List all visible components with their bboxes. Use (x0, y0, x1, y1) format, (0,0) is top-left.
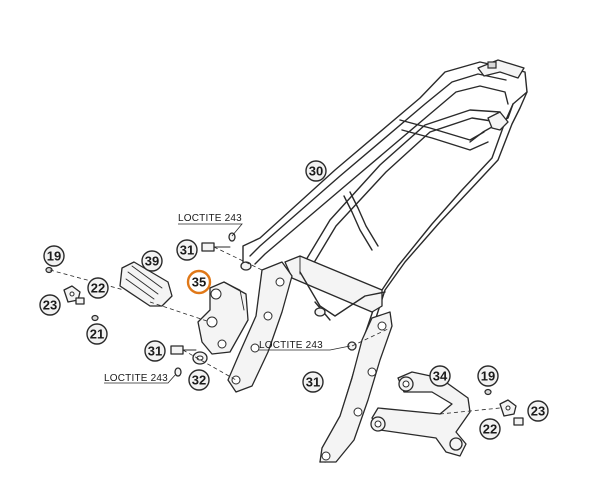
svg-text:23: 23 (531, 404, 545, 419)
clip-22-right (499, 399, 524, 426)
svg-text:19: 19 (47, 249, 61, 264)
callout-23-right: 23 (527, 400, 549, 422)
pin-19-left (45, 266, 53, 274)
callout-31-lower: 31 (144, 340, 166, 362)
callout-31-upper: 31 (176, 239, 198, 261)
callout-22-right: 22 (479, 418, 501, 440)
callout-39: 39 (141, 250, 163, 272)
loctite-note-upper: LOCTITE 243 (178, 213, 242, 224)
footrest-left (119, 261, 173, 307)
svg-text:21: 21 (90, 327, 104, 342)
svg-text:19: 19 (481, 369, 495, 384)
callout-23-left: 23 (39, 294, 61, 316)
pin-19-right (484, 388, 492, 396)
callout-34: 34 (429, 365, 451, 387)
svg-text:34: 34 (433, 369, 448, 384)
footrest-bracket (197, 281, 249, 355)
loctite-note-lower: LOCTITE 243 (104, 373, 168, 384)
callout-30: 30 (305, 160, 327, 182)
callout-32: 32 (188, 369, 210, 391)
spring-21 (91, 314, 99, 322)
callout-31-right: 31 (302, 371, 324, 393)
callout-21: 21 (86, 323, 108, 345)
callout-19-right: 19 (477, 365, 499, 387)
svg-text:35: 35 (192, 275, 206, 290)
svg-text:32: 32 (192, 373, 206, 388)
svg-text:30: 30 (309, 164, 323, 179)
svg-text:31: 31 (148, 344, 162, 359)
washer-32 (192, 351, 208, 365)
loctite-note-middle: LOCTITE 243 (259, 340, 323, 351)
callout-19-left: 19 (43, 245, 65, 267)
svg-text:23: 23 (43, 298, 57, 313)
clip-22-left (63, 285, 85, 305)
callout-22-left: 22 (87, 277, 109, 299)
bolt-lower (170, 345, 197, 377)
svg-text:31: 31 (306, 375, 320, 390)
footrest-right (370, 371, 471, 457)
bolt-upper (201, 232, 236, 252)
callout-35: 35 (186, 269, 212, 295)
svg-text:22: 22 (483, 422, 497, 437)
svg-text:31: 31 (180, 243, 194, 258)
rear-subframe (227, 59, 528, 463)
svg-text:39: 39 (145, 254, 159, 269)
svg-text:22: 22 (91, 281, 105, 296)
